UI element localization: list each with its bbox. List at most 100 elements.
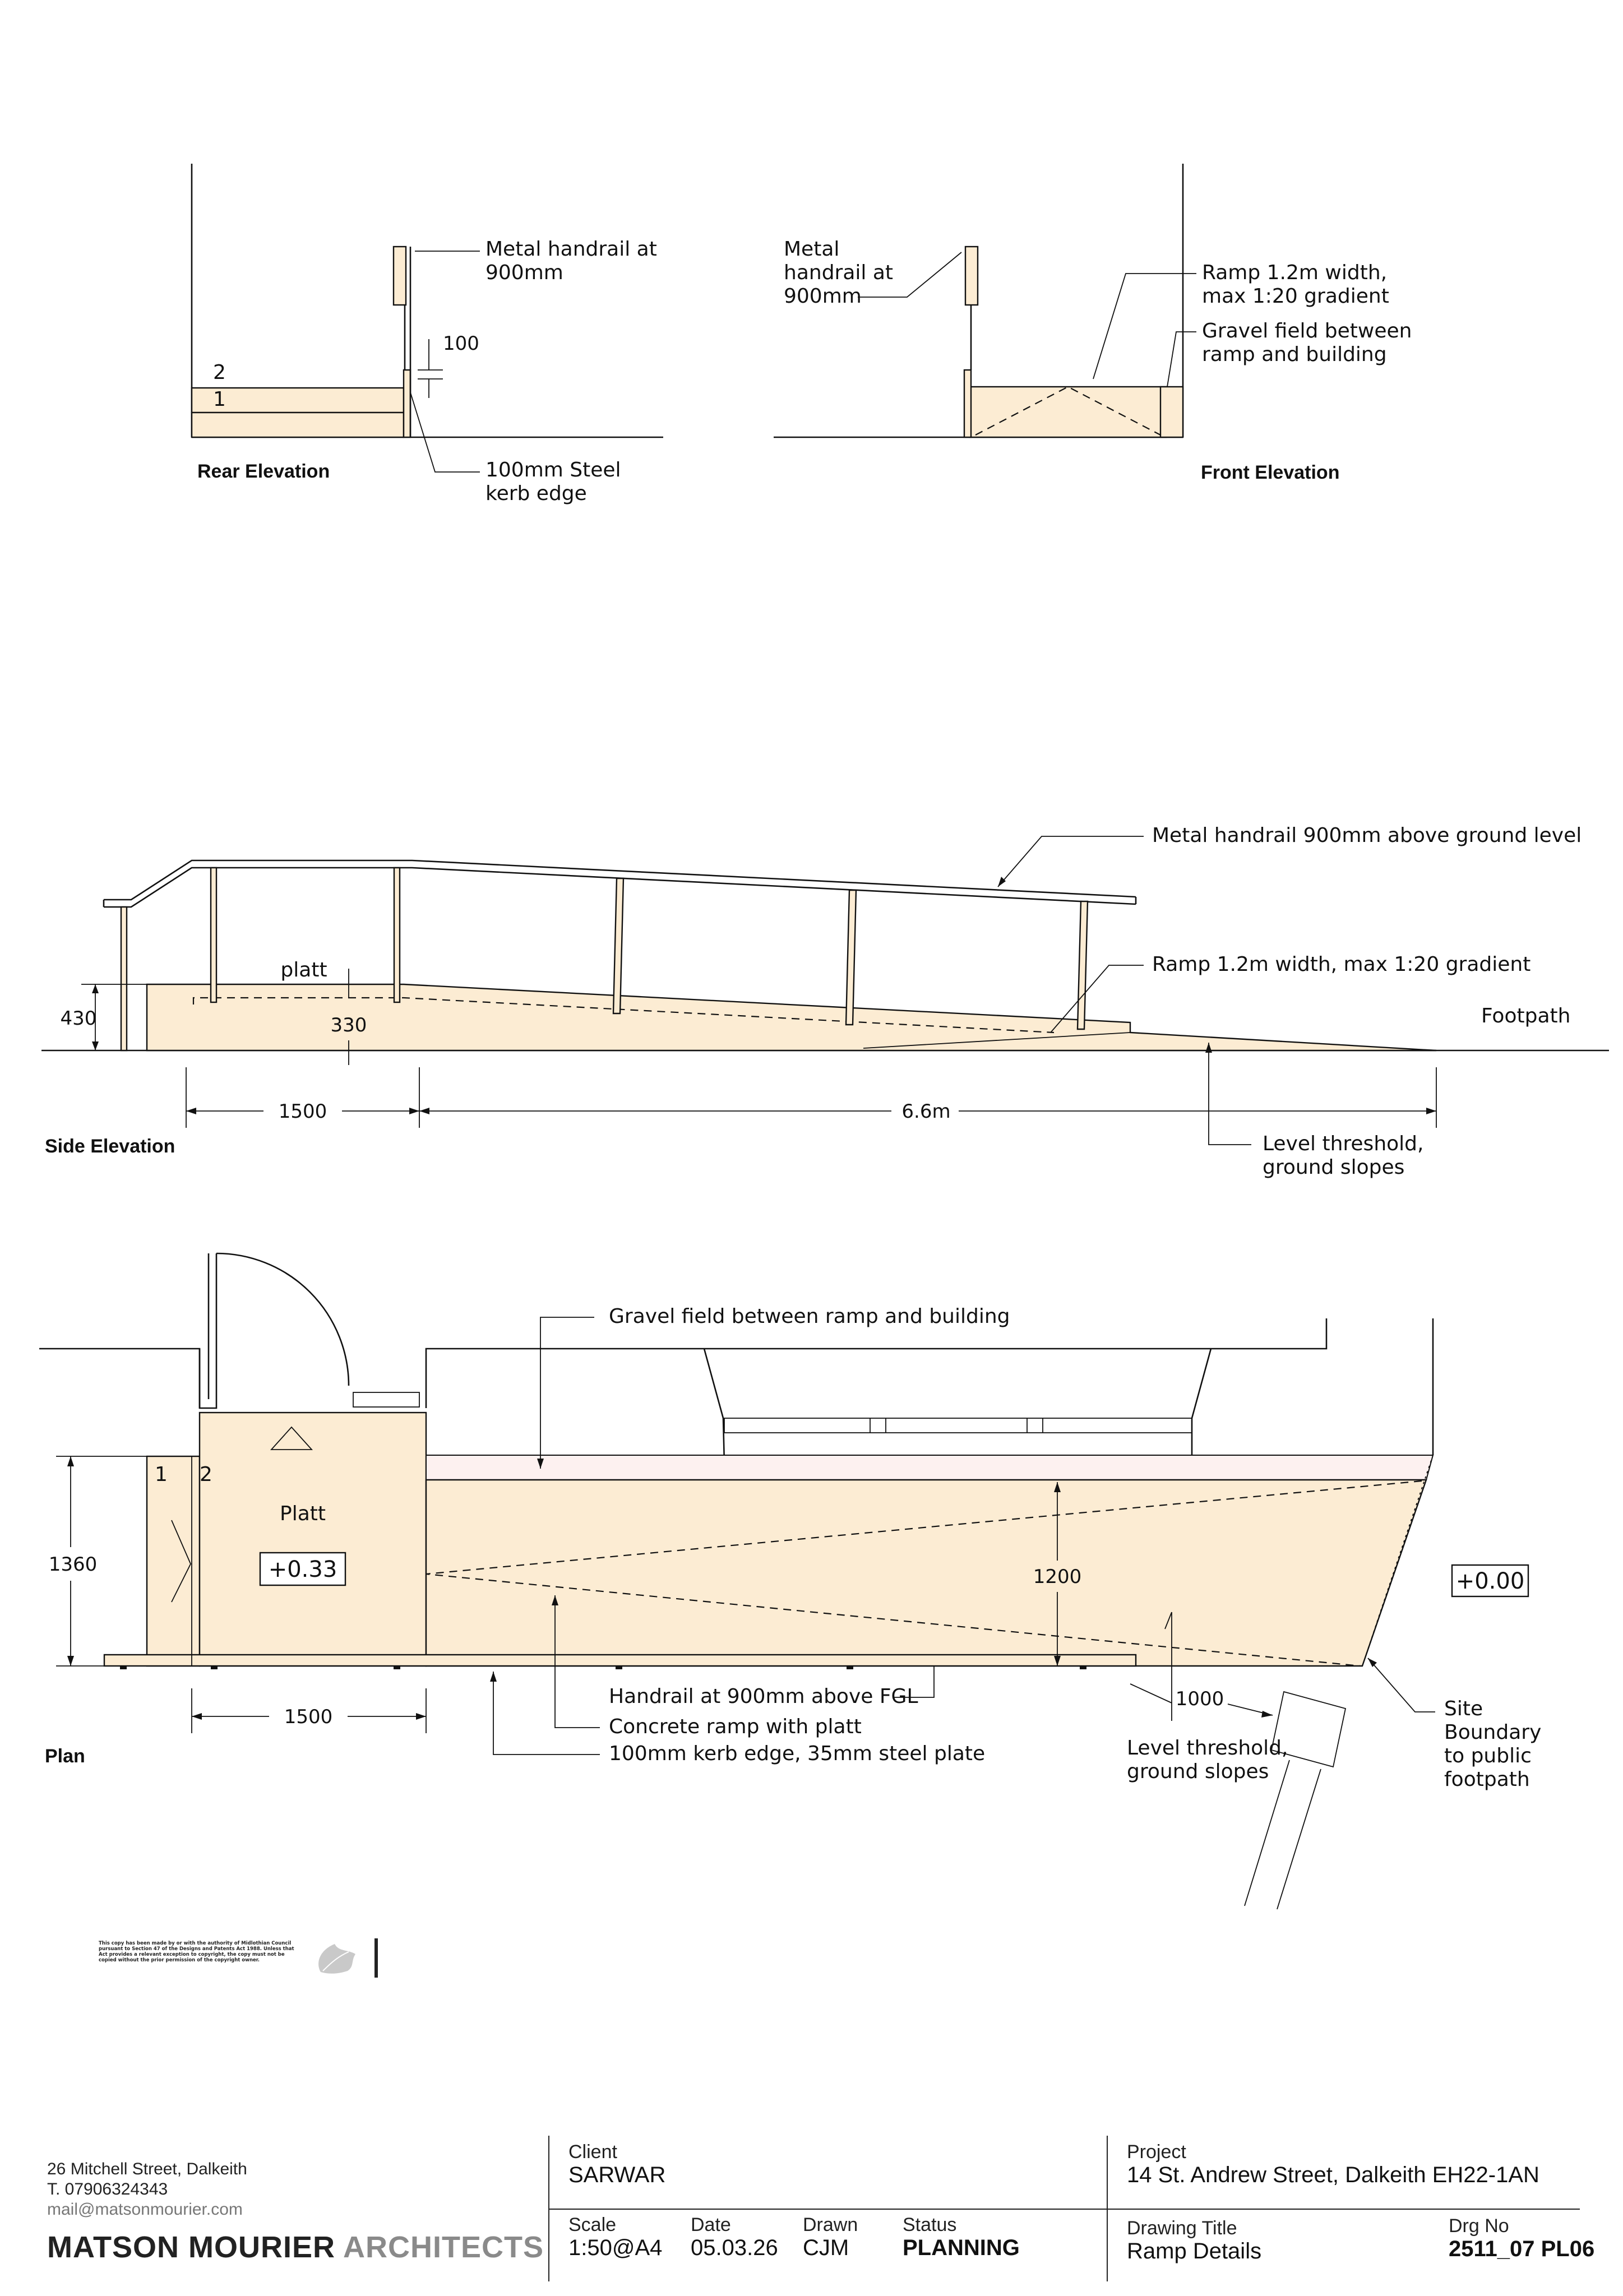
rear-elevation: 100 2 1 Metal handrail at 900mm 100mm St… — [191, 164, 663, 505]
rear-note-kerb-1: 100mm Steel — [485, 459, 621, 482]
rear-note-handrail-2: 900mm — [485, 261, 563, 284]
plan-handrail-posts — [120, 1666, 1086, 1669]
front-note-ramp-1: Ramp 1.2m width, — [1202, 261, 1387, 284]
plan-ramp — [425, 1479, 1427, 1667]
drawing-title-label: Drawing Title — [1127, 2218, 1237, 2239]
front-gravel-section — [1159, 386, 1184, 438]
firm-phone: T. 07906324343 — [47, 2180, 168, 2198]
side-note-threshold-1: Level threshold, — [1263, 1132, 1423, 1155]
rear-step-1 — [191, 411, 405, 438]
plan-level-box-ground — [1451, 1564, 1529, 1598]
date-value: 05.03.26 — [691, 2235, 778, 2260]
plan-building-left — [39, 1253, 218, 1409]
side-note-ramp: Ramp 1.2m width, max 1:20 gradient — [1152, 953, 1530, 976]
rear-step-label-2: 2 — [213, 361, 226, 384]
scale-label: Scale — [568, 2214, 617, 2235]
plan-note-boundary-3: to public — [1444, 1744, 1532, 1767]
side-elevation: 430 330 platt 1500 6.6m Metal handrail 9… — [41, 824, 1609, 1179]
front-note-ramp-2: max 1:20 gradient — [1202, 285, 1389, 308]
rear-kerb-edge — [403, 369, 411, 438]
plan-dim-1000: 1000 — [1176, 1688, 1224, 1710]
plan-building-right — [425, 1318, 1328, 1408]
plan-note-threshold-2: ground slopes — [1127, 1760, 1269, 1783]
side-handrail-post — [393, 867, 401, 1003]
status-label: Status — [903, 2214, 957, 2235]
drawn-label: Drawn — [803, 2214, 858, 2235]
side-note-threshold-2: ground slopes — [1263, 1156, 1404, 1179]
plan-dim-1360: 1360 — [49, 1553, 98, 1576]
plan-door-swing — [216, 1252, 350, 1386]
side-handrail-post — [210, 867, 218, 1003]
plan-triangle-symbol — [270, 1426, 313, 1450]
front-note-handrail-1: Metal — [784, 238, 839, 261]
project-label: Project — [1127, 2141, 1186, 2163]
front-note-gravel-2: ramp and building — [1202, 343, 1387, 366]
front-elevation: Metal handrail at 900mm Ramp 1.2m width,… — [774, 164, 1412, 483]
client-label: Client — [568, 2141, 617, 2163]
rear-dim-100: 100 — [443, 332, 479, 355]
plan-note-boundary-1: Site — [1444, 1697, 1483, 1720]
titleblock-divider — [548, 2209, 1580, 2210]
plan-note-concrete: Concrete ramp with platt — [609, 1715, 862, 1738]
rear-note-kerb-2: kerb edge — [485, 482, 587, 505]
firm-address: 26 Mitchell Street, Dalkeith — [47, 2160, 247, 2178]
side-handrail-post — [120, 906, 128, 1052]
drg-no-label: Drg No — [1449, 2215, 1509, 2237]
plan-note-handrail: Handrail at 900mm above FGL — [609, 1685, 918, 1708]
project-value: 14 St. Andrew Street, Dalkeith EH22-1AN — [1127, 2163, 1539, 2187]
plan-level-platt: +0.33 — [269, 1557, 337, 1582]
side-dim-1500: 1500 — [279, 1100, 327, 1123]
drg-no-value: 2511_07 PL06 — [1449, 2237, 1595, 2261]
plan-note-gravel: Gravel field between ramp and building — [609, 1305, 1010, 1328]
plan-dim-1500: 1500 — [284, 1706, 333, 1728]
rear-elevation-title: Rear Elevation — [197, 461, 330, 482]
plan-bay-window — [703, 1348, 1212, 1465]
side-note-handrail: Metal handrail 900mm above ground level — [1152, 824, 1582, 847]
council-leaf-logo — [318, 1944, 355, 1974]
scale-value: 1:50@A4 — [568, 2235, 663, 2260]
plan-title: Plan — [45, 1746, 85, 1767]
side-handrail-top — [104, 859, 1136, 901]
side-handrail-post — [612, 877, 625, 1015]
firm-name-suffix: ARCHITECTS — [343, 2230, 544, 2264]
plan-dim-1200: 1200 — [1033, 1566, 1082, 1588]
plan-note-boundary-4: footpath — [1444, 1768, 1530, 1791]
firm-email[interactable]: mail@matsonmourier.com — [47, 2200, 243, 2219]
side-dim-430: 430 — [61, 1007, 97, 1030]
date-label: Date — [691, 2214, 731, 2235]
plan-label-platt: Platt — [280, 1502, 326, 1525]
rear-handrail — [392, 246, 407, 306]
plan-note-boundary-2: Boundary — [1444, 1721, 1541, 1744]
side-platt-dashline — [192, 997, 1055, 1034]
plan-view: 1 2 Platt +0.33 +0.00 1360 1200 1500 100… — [39, 1252, 1541, 1910]
rear-step-label-1: 1 — [213, 388, 226, 411]
side-label-platt: platt — [280, 959, 327, 982]
plan-bollard — [1270, 1691, 1347, 1768]
status-value: PLANNING — [903, 2235, 1020, 2260]
plan-window-sill — [353, 1392, 420, 1408]
side-elevation-title: Side Elevation — [45, 1136, 175, 1157]
rear-note-handrail-1: Metal handrail at — [485, 238, 657, 261]
plan-level-ground: +0.00 — [1456, 1568, 1525, 1594]
firm-name: MATSON MOURIER ARCHITECTS — [47, 2230, 544, 2265]
front-note-handrail-3: 900mm — [784, 285, 862, 308]
front-note-handrail-2: handrail at — [784, 261, 893, 284]
drawing-title-value: Ramp Details — [1127, 2239, 1262, 2263]
plan-level-box-platt — [259, 1552, 346, 1586]
side-handrail-posts — [120, 867, 1089, 1052]
plan-step-label-2: 2 — [200, 1463, 212, 1486]
plan-handrail — [103, 1654, 1137, 1667]
firm-name-main: MATSON MOURIER — [47, 2230, 335, 2264]
plan-platt — [198, 1411, 427, 1667]
side-handrail-post — [845, 889, 857, 1026]
drawn-value: CJM — [803, 2235, 849, 2260]
copyright-stamp: This copy has been made by or with the a… — [96, 1938, 378, 1978]
front-handrail — [964, 246, 979, 306]
plan-note-threshold-1: Level threshold, — [1127, 1737, 1288, 1760]
plan-note-kerb: 100mm kerb edge, 35mm steel plate — [609, 1742, 985, 1765]
side-dim-330: 330 — [331, 1014, 367, 1036]
front-ramp-section — [969, 386, 1167, 438]
client-value: SARWAR — [568, 2163, 666, 2187]
side-dim-length: 6.6m — [901, 1100, 950, 1123]
